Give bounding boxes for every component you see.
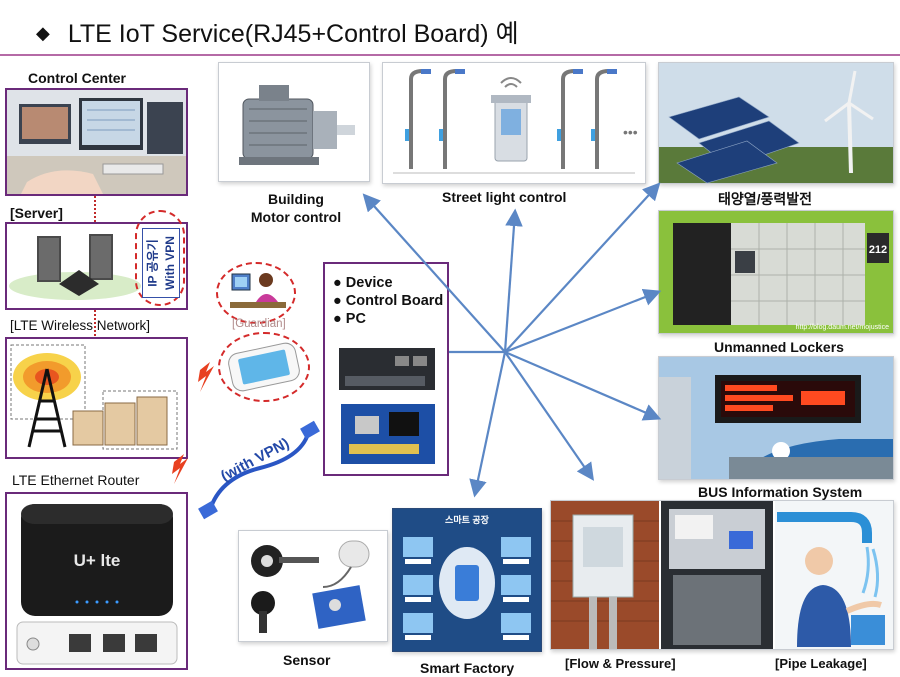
lockers-label: Unmanned Lockers (714, 339, 844, 355)
lte-network-illustration (10, 344, 178, 450)
title-bullet: ◆ (36, 23, 50, 43)
ip-sharer-tag (142, 228, 180, 298)
title-text: LTE IoT Service(RJ45+Control Board) 예 (67, 20, 519, 48)
solar-wind-label: 태양열/풍력발전 (718, 191, 813, 207)
smart-factory-image-box: 스마트 공장 (392, 508, 542, 652)
bus-info-image-box (658, 356, 894, 480)
control-room-photo (7, 90, 186, 194)
street-light-image-box: ••• (382, 62, 646, 184)
pipe-leakage-label: [Pipe Leakage] (775, 656, 867, 671)
device-item-pc: ● PC (333, 311, 366, 327)
guardian-highlight (216, 262, 296, 324)
device-item-device: ● Device (333, 275, 393, 291)
sensor-photos (251, 540, 370, 633)
locker-number: 212 (869, 244, 887, 256)
title-divider (0, 54, 900, 56)
blog-credit: http://blog.daum.net/mojustice (796, 324, 889, 331)
motor-label: Building Motor control (250, 191, 342, 225)
router-logo: U+ lte (74, 551, 121, 570)
wireless-bolt-icon (198, 362, 214, 392)
router-box: U+ lte (5, 492, 188, 670)
guardian-label: [Guardian] (232, 318, 286, 330)
router-label: LTE Ethernet Router (12, 472, 140, 488)
sensor-label: Sensor (283, 652, 331, 668)
guardian-person-icon (230, 273, 286, 308)
motor-photo (239, 85, 355, 165)
bus-info-label: BUS Information System (698, 484, 863, 500)
ethernet-cable-icon (198, 420, 320, 520)
street-light-label: Street light control (442, 189, 567, 205)
smartphone-icon (228, 342, 300, 392)
solar-wind-image-box (658, 62, 894, 184)
smart-factory-illustration: 스마트 공장 (393, 509, 541, 651)
phone-highlight (218, 332, 310, 402)
factory-header: 스마트 공장 (445, 514, 490, 525)
lte-network-box (5, 337, 188, 459)
device-item-control-board: ● Control Board (333, 293, 444, 309)
ip-sharer-highlight (135, 210, 185, 306)
street-light-illustration: ••• (393, 69, 638, 174)
flow-pipe-image-box (550, 500, 894, 650)
lockers-image-box: 212 http://blog.daum.net/mojustice (658, 210, 894, 334)
flow-pressure-label: [Flow & Pressure] (565, 656, 676, 671)
server-label: [Server] (10, 205, 63, 221)
device-photos (339, 348, 435, 464)
bus-info-photo (659, 357, 893, 479)
sensor-image-box (238, 530, 388, 642)
svg-text:•••: ••• (623, 124, 638, 140)
motor-image-box (218, 62, 370, 182)
router-photo: U+ lte (16, 504, 178, 665)
lte-network-label: [LTE Wireless Network] (10, 318, 151, 333)
server-photo (9, 234, 141, 300)
flow-pipe-photos (551, 501, 893, 649)
control-center-label: Control Center (28, 70, 126, 86)
device-box: ● Device ● Control Board ● PC (323, 262, 449, 476)
control-center-box (5, 88, 188, 196)
lockers-photo: 212 http://blog.daum.net/mojustice (659, 211, 893, 333)
page-title: ◆ LTE IoT Service(RJ45+Control Board) 예 (36, 14, 519, 50)
router-bolt-icon (172, 454, 188, 484)
solar-wind-photo (659, 63, 893, 184)
smart-factory-label: Smart Factory (420, 660, 515, 676)
